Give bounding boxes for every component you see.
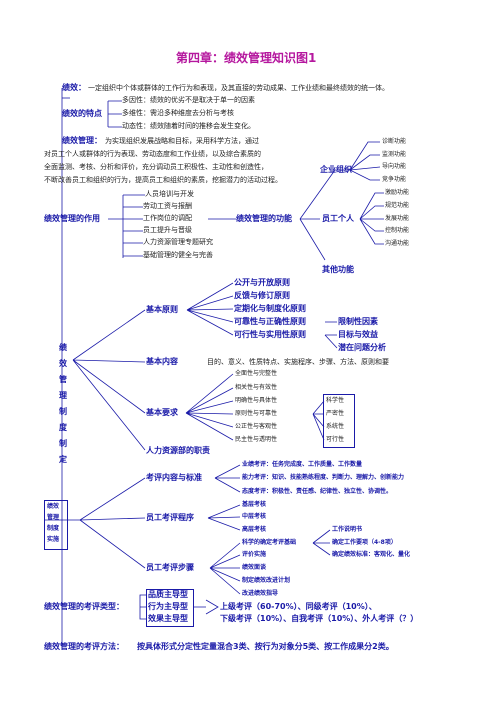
definition-text: 一定组织中个体或群体的工作行为和表现，及其直接的劳动成果、工作业绩和最终绩效的统… — [88, 84, 389, 92]
features-label: 绩效的特点 — [62, 109, 102, 118]
types-upper: 上级考评（60-70%）、同级考评（10%）、 — [220, 602, 377, 611]
feature-item: 动态性：绩效随着时间的推移会发生变化。 — [122, 122, 255, 130]
step-item: 改进绩效指导 — [242, 590, 279, 597]
functions-center: 绩效管理的功能 — [236, 214, 292, 223]
management-line: 不断改善员工和组织的行为，提高员工和组织的素质，挖掘潜力的活动过程。 — [44, 176, 282, 184]
type-item: 效果主导型 — [148, 614, 188, 623]
enterprise-function: 竞争功能 — [382, 176, 407, 183]
standard-item: 业绩考评：任务完成度、工作质量、工作数量 — [242, 461, 363, 468]
personal-function: 沟通功能 — [385, 240, 410, 247]
principles-label: 基本原则 — [146, 305, 178, 314]
system-vertical-label: 绩 效 管 理 制 度 制 定 — [59, 343, 67, 464]
requirements-label: 基本要求 — [146, 408, 178, 417]
implementation-box — [44, 500, 68, 550]
step-item: 制定绩效改进计划 — [242, 577, 291, 584]
personal-function: 规范功能 — [385, 202, 410, 209]
role-item: 人员培训与开发 — [145, 190, 194, 198]
standard-item: 态度考评：积极性、责任感、纪律性、独立性、协调性。 — [242, 488, 393, 495]
requirement-item: 民主性与透明性 — [235, 436, 278, 443]
definition-label: 绩效： — [62, 83, 86, 92]
personal-function: 发展功能 — [385, 215, 410, 222]
page-title: 第四章：绩效管理知识图1 — [176, 51, 317, 65]
requirement-item: 全面性与完整性 — [235, 370, 278, 377]
types-lower: 下级考评（10%）、自我考评（10%）、外人考评（？） — [220, 614, 419, 623]
principle-extra: 潜在问题分析 — [338, 343, 386, 352]
implementation-box-line: 实施 — [47, 536, 60, 543]
requirement-extra: 严密性 — [326, 410, 345, 417]
requirement-extra: 科学性 — [326, 397, 345, 404]
implementation-box-line: 制度 — [47, 525, 60, 532]
requirement-extra: 系统性 — [326, 423, 345, 430]
steps-label: 员工考评步骤 — [146, 563, 194, 572]
type-item: 行为主导型 — [148, 602, 188, 611]
management-label: 绩效管理： — [62, 136, 102, 145]
step-item: 科学的确定考评基础 — [242, 539, 297, 546]
feature-item: 多因性：绩效的优劣不是取决于单一的因素 — [122, 96, 255, 104]
procedure-item: 中层考核 — [242, 513, 267, 520]
personal-function: 控制功能 — [385, 227, 410, 234]
implementation-box-line: 管理 — [47, 514, 60, 521]
feature-item: 多维性：需沿多种维度去分析与考核 — [122, 109, 234, 117]
roles-label: 绩效管理的作用 — [44, 214, 100, 223]
management-line: 为实现组织发展战略和目标，采用科学方法，通过 — [105, 137, 259, 145]
procedure-item: 高层考核 — [242, 526, 267, 533]
principle-extra: 限制性因素 — [338, 317, 378, 326]
content-label: 基本内容 — [146, 357, 178, 366]
enterprise-function: 诊断功能 — [382, 138, 407, 145]
methods-text: 按具体形式分定性定量混合3类、按行为对象分5类、按工作成果分2类。 — [137, 642, 394, 651]
personal-function: 激励功能 — [385, 189, 410, 196]
standards-label: 考评内容与标准 — [146, 473, 202, 482]
basis-item: 确定工作要项（4-8项） — [332, 539, 397, 546]
step-item: 评价实施 — [242, 551, 267, 558]
basis-item: 确定绩效标准：客观化、量化 — [332, 551, 411, 558]
enterprise-function: 监测功能 — [382, 151, 407, 158]
role-item: 工作岗位的调配 — [143, 214, 192, 222]
requirement-item: 原则性与可靠性 — [235, 410, 278, 417]
role-item: 员工提升与晋级 — [143, 226, 192, 234]
features-bracket — [107, 100, 122, 128]
enterprise-function: 导向功能 — [382, 163, 407, 170]
basis-item: 工作说明书 — [332, 526, 363, 533]
management-line: 对员工个人或群体的行为表现、劳动态度和工作业绩，以及综合素质的 — [44, 150, 261, 158]
requirement-extra: 可行性 — [326, 436, 345, 443]
requirement-item: 明确性与具体性 — [235, 397, 278, 404]
requirement-item: 公正性与客观性 — [235, 423, 278, 430]
principle-item: 可靠性与正确性原则 — [234, 317, 306, 326]
types-label: 绩效管理的考评类型： — [44, 602, 124, 611]
role-item: 劳动工资与报酬 — [143, 202, 192, 210]
other-functions: 其他功能 — [322, 265, 354, 274]
step-item: 绩效面谈 — [242, 564, 267, 571]
requirement-item: 相关性与有效性 — [235, 384, 278, 391]
role-item: 基础管理的健全与完善 — [143, 251, 213, 259]
principle-item: 反馈与修订原则 — [234, 291, 290, 300]
role-item: 人力资源管理专题研究 — [143, 238, 213, 246]
personal-label: 员工个人 — [322, 214, 354, 223]
type-item: 品质主导型 — [148, 590, 188, 599]
principle-extra: 目标与效益 — [338, 330, 378, 339]
procedure-label: 员工考评程序 — [146, 513, 194, 522]
methods-label: 绩效管理的考评方法： — [44, 642, 124, 651]
requirements-extra-box — [323, 394, 355, 448]
content-text: 目的、意义、性质特点、实施程序、步骤、方法、原则和要 — [207, 358, 389, 366]
principle-item: 定期化与制度化原则 — [234, 304, 306, 313]
hr-duty: 人力资源部的职责 — [146, 446, 210, 455]
principle-item: 公开与开放原则 — [234, 278, 290, 287]
enterprise-label: 企业组织 — [320, 165, 352, 174]
principle-item: 可行性与实用性原则 — [234, 330, 306, 339]
procedure-item: 基层考核 — [242, 501, 267, 508]
types-box — [146, 589, 194, 627]
management-line: 全面监测、考核、分析和评价，充分调动员工积极性、主动性和创造性， — [44, 163, 268, 171]
implementation-box-line: 绩效 — [47, 503, 60, 510]
standard-item: 能力考评：知识、技能熟练程度、判断力、理解力、创新能力 — [242, 474, 405, 481]
